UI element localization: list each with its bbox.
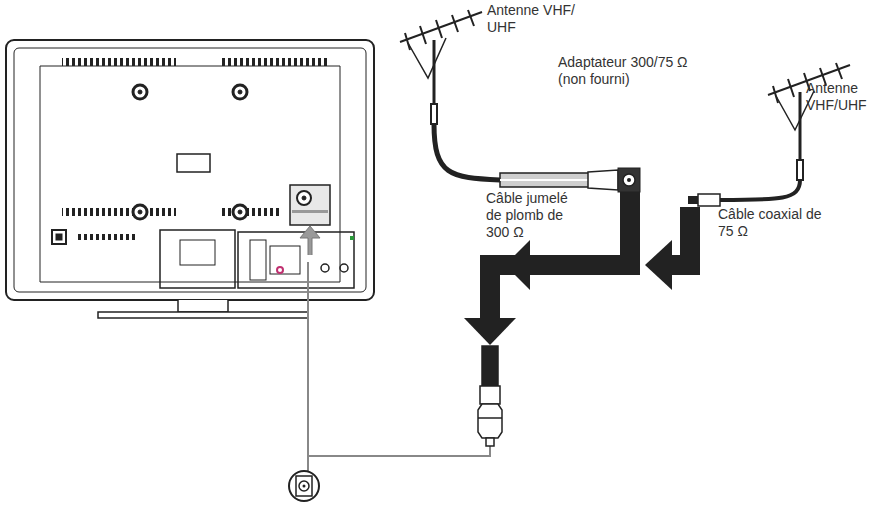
twin-lead-cable <box>500 173 590 187</box>
f-connector-part <box>482 346 498 386</box>
tv-back-part <box>98 312 308 318</box>
tv-back-part <box>40 66 340 282</box>
antenna-part <box>797 160 803 180</box>
antenna <box>400 10 500 180</box>
tv-back-part <box>238 210 242 214</box>
tv-back-part <box>177 154 210 172</box>
flow-arrow-part <box>645 240 672 290</box>
twin-lead-cable-part <box>500 179 590 181</box>
adapter-part <box>627 178 631 182</box>
tv-back-part <box>233 205 247 219</box>
antenna-part <box>408 38 446 78</box>
connector-icon-part <box>303 485 306 488</box>
antenna-part <box>405 10 474 50</box>
adapter-part <box>623 174 635 186</box>
tv-back-part <box>297 191 311 205</box>
tv-back-part <box>52 230 66 244</box>
adapter <box>588 168 640 192</box>
tv-back-part <box>350 236 354 240</box>
callout-label: Câble jumelé de plomb de 300 Ω <box>486 190 582 241</box>
antenna-part <box>431 104 437 124</box>
callout-label: Antenne VHF/UHF <box>806 80 880 114</box>
adapter-part <box>618 168 640 192</box>
coaxial-plug <box>688 194 720 206</box>
tv-back-part <box>222 58 330 66</box>
tv-back-part <box>222 208 282 216</box>
connector-icon-part <box>299 481 309 491</box>
tv-back-part <box>300 226 320 255</box>
flow-arrow-part <box>480 255 515 320</box>
leader-line-part <box>307 262 309 472</box>
tv-back-part <box>178 300 228 312</box>
tv-back-part <box>270 246 300 274</box>
flow-arrow-part <box>672 207 700 275</box>
tv-back-part <box>180 240 215 265</box>
twin-lead-cable-part <box>500 173 590 187</box>
tv-back-part <box>340 264 348 272</box>
tv-back-part <box>292 210 328 213</box>
tv-back-part <box>238 232 354 288</box>
tv-back-part <box>6 40 374 300</box>
tv-back-part <box>160 230 235 288</box>
tv-back-part <box>277 267 283 273</box>
tv-back-part <box>78 234 138 240</box>
tv-back-part <box>250 240 266 280</box>
tv-back-part <box>290 185 330 225</box>
coaxial-plug-part <box>688 196 698 204</box>
coaxial-plug-part <box>698 194 720 206</box>
connector-icon <box>289 471 319 501</box>
tv-back-part <box>321 264 329 272</box>
tv-back-part <box>133 85 147 99</box>
tv-back-part <box>138 210 142 214</box>
leader-line-part <box>308 446 490 456</box>
f-connector-part <box>478 404 502 438</box>
tv-back-part <box>14 48 366 292</box>
tv-back-part <box>302 196 306 200</box>
callout-label: Antenne VHF/ UHF <box>487 2 583 36</box>
f-connector-part <box>486 438 494 446</box>
leader-line <box>308 262 490 472</box>
tv-back-part <box>138 90 142 94</box>
antenna-part <box>799 92 802 170</box>
tv-back-part <box>56 234 62 240</box>
connector-icon-part <box>289 471 319 501</box>
tv-back-part <box>62 208 176 216</box>
callout-label: Adaptateur 300/75 Ω (non fourni) <box>558 54 708 88</box>
antenna-part <box>720 180 800 200</box>
tv-back <box>6 40 374 318</box>
tv-back-part <box>233 85 247 99</box>
f-connector-part <box>478 417 502 419</box>
callout-label: Câble coaxial de 75 Ω <box>718 206 822 240</box>
tv-back-part <box>133 205 147 219</box>
tv-back-part <box>238 90 242 94</box>
f-connector-part <box>480 386 500 404</box>
flow-arrow-part <box>464 318 516 345</box>
connector-icon-part <box>296 476 312 496</box>
f-connector <box>478 346 502 446</box>
antenna-part <box>434 124 500 180</box>
adapter-part <box>588 170 618 190</box>
tv-back-part <box>62 58 176 66</box>
